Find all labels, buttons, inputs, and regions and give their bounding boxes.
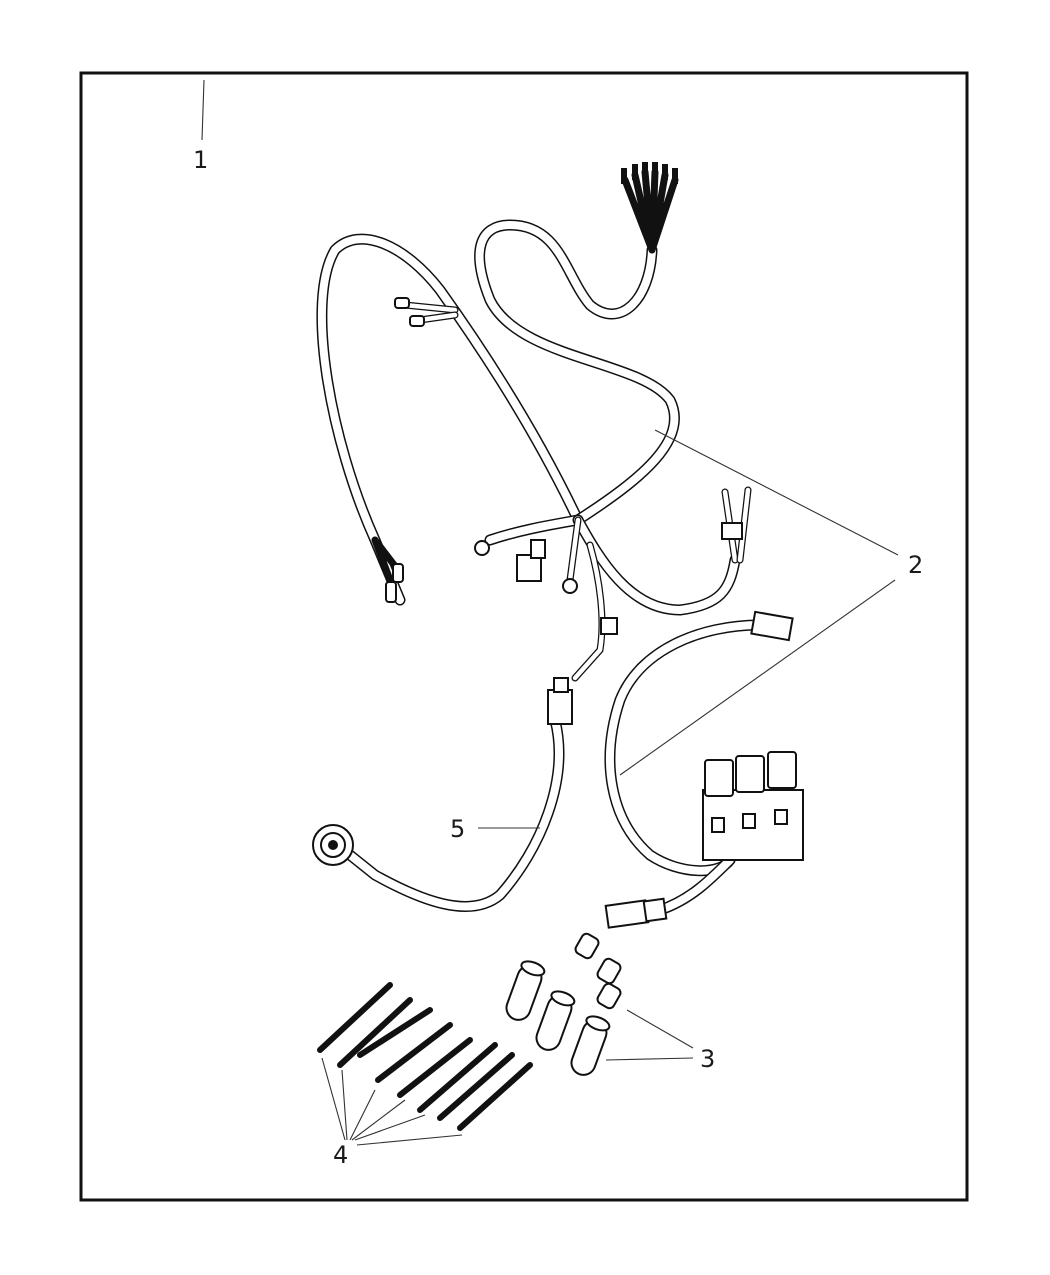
- callout-1: 1: [193, 146, 208, 174]
- splice-sleeves: [505, 932, 622, 1076]
- callout-3: 3: [700, 1045, 715, 1073]
- cable-ties: [317, 982, 533, 1131]
- wiring-harness: [316, 162, 752, 682]
- relay-harness: [604, 610, 804, 929]
- leader-lines: [201, 79, 899, 1146]
- callout-4: 4: [333, 1141, 348, 1169]
- diagram-frame: [79, 71, 969, 1202]
- switch-harness: [312, 677, 573, 912]
- callout-2: 2: [908, 551, 923, 579]
- callout-5: 5: [450, 815, 465, 843]
